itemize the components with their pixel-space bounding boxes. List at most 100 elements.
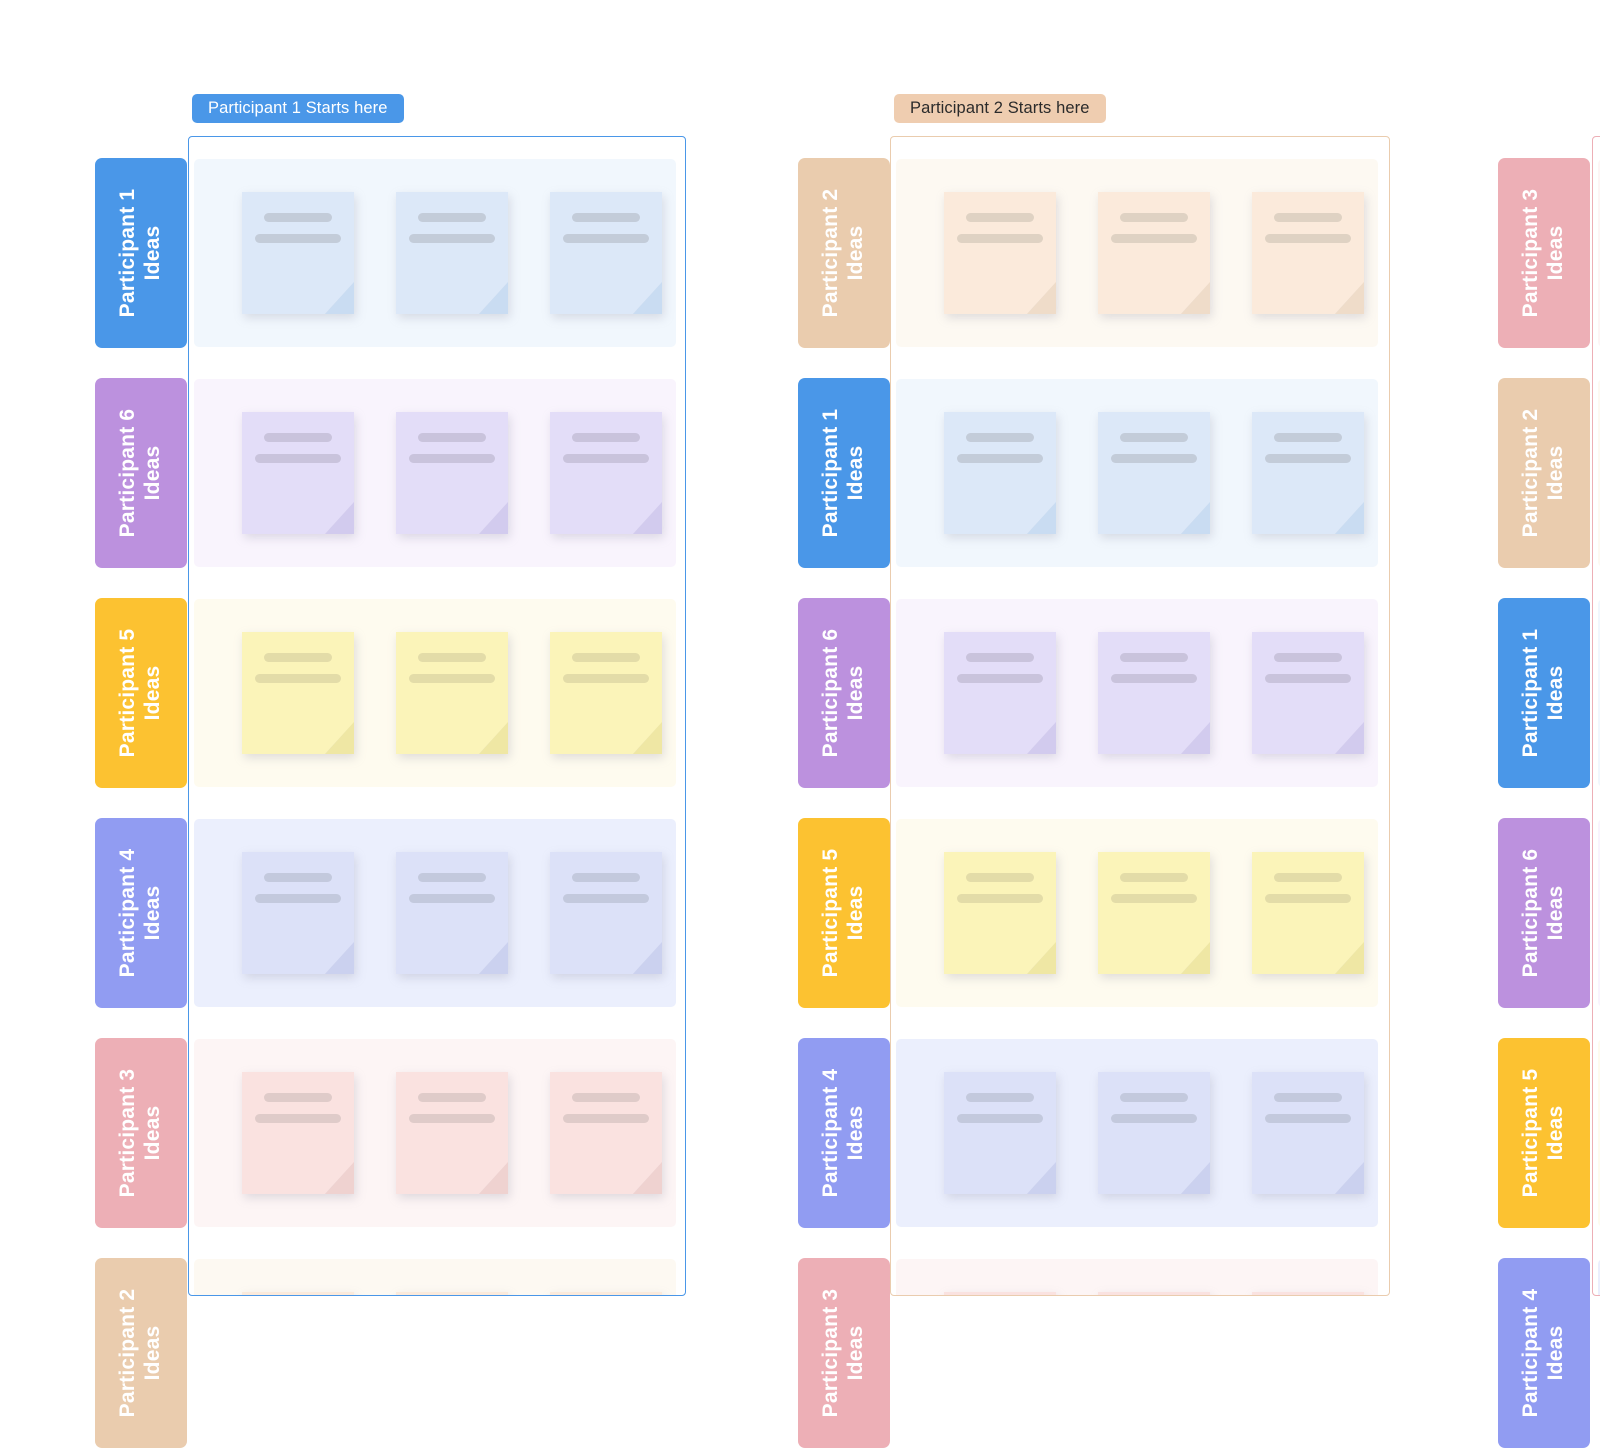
sticky-note-paper xyxy=(1252,632,1364,754)
sticky-note[interactable] xyxy=(242,412,354,534)
sticky-note-paper xyxy=(944,192,1056,314)
participant-sublabel: Ideas xyxy=(844,1105,867,1161)
sticky-note[interactable] xyxy=(242,852,354,974)
idea-row-band xyxy=(896,379,1378,567)
sticky-note-text-line xyxy=(1111,1114,1197,1123)
sticky-note[interactable] xyxy=(944,1072,1056,1194)
sticky-note[interactable] xyxy=(1098,1072,1210,1194)
sticky-note[interactable] xyxy=(1098,632,1210,754)
sticky-note[interactable] xyxy=(944,192,1056,314)
participant-name: Participant 6 xyxy=(819,628,843,758)
sticky-note-paper xyxy=(396,632,508,754)
sticky-note[interactable] xyxy=(1252,412,1364,534)
sticky-note[interactable] xyxy=(396,192,508,314)
sticky-note-text-line xyxy=(572,213,640,222)
sticky-note[interactable] xyxy=(1098,852,1210,974)
sticky-note-paper xyxy=(944,632,1056,754)
sticky-note-paper xyxy=(944,852,1056,974)
participant-sublabel: Ideas xyxy=(141,225,164,281)
sticky-note[interactable] xyxy=(242,1072,354,1194)
sticky-note[interactable] xyxy=(550,852,662,974)
sticky-note[interactable] xyxy=(242,192,354,314)
start-here-badge-2[interactable]: Participant 2 Starts here xyxy=(894,94,1106,123)
sticky-note-text-line xyxy=(957,894,1043,903)
sticky-note[interactable] xyxy=(944,632,1056,754)
sticky-note-text-line xyxy=(255,894,341,903)
idea-row-band xyxy=(1598,599,1600,787)
sticky-note[interactable] xyxy=(1098,1292,1210,1295)
sticky-note-text-line xyxy=(563,234,649,243)
sticky-note[interactable] xyxy=(396,632,508,754)
sticky-note[interactable] xyxy=(1252,1072,1364,1194)
idea-row-band xyxy=(194,1039,676,1227)
sticky-note[interactable] xyxy=(396,1292,508,1295)
sticky-note[interactable] xyxy=(1252,632,1364,754)
idea-row-band xyxy=(194,379,676,567)
sticky-note[interactable] xyxy=(550,632,662,754)
start-here-badge-1[interactable]: Participant 1 Starts here xyxy=(192,94,404,123)
column-panel-3 xyxy=(1592,136,1600,1296)
sticky-note[interactable] xyxy=(944,412,1056,534)
sticky-note[interactable] xyxy=(242,632,354,754)
sticky-note-text-line xyxy=(264,213,332,222)
sticky-note-paper xyxy=(396,192,508,314)
sticky-note[interactable] xyxy=(1252,852,1364,974)
sticky-note[interactable] xyxy=(396,1072,508,1194)
sticky-note[interactable] xyxy=(242,1292,354,1295)
sticky-note-text-line xyxy=(957,1114,1043,1123)
participant-name: Participant 1 xyxy=(1519,628,1543,758)
sticky-note[interactable] xyxy=(944,1292,1056,1295)
sticky-note[interactable] xyxy=(550,1072,662,1194)
participant-name: Participant 4 xyxy=(1519,1288,1543,1418)
sticky-note[interactable] xyxy=(550,1292,662,1295)
sticky-note[interactable] xyxy=(944,852,1056,974)
sticky-note-paper xyxy=(1098,1292,1210,1295)
sticky-note[interactable] xyxy=(550,412,662,534)
sticky-note[interactable] xyxy=(396,852,508,974)
sticky-note[interactable] xyxy=(1098,412,1210,534)
sticky-note-text-line xyxy=(255,454,341,463)
sticky-note-paper xyxy=(1098,1072,1210,1194)
column-panel-1 xyxy=(188,136,686,1296)
column-panel-2 xyxy=(890,136,1390,1296)
sticky-note-text-line xyxy=(563,1114,649,1123)
sticky-note[interactable] xyxy=(550,192,662,314)
sticky-note[interactable] xyxy=(1252,1292,1364,1295)
sticky-note-paper xyxy=(550,852,662,974)
participant-name: Participant 4 xyxy=(819,1068,843,1198)
sticky-note-text-line xyxy=(255,234,341,243)
sticky-note-text-line xyxy=(1265,894,1351,903)
sticky-note[interactable] xyxy=(1252,192,1364,314)
sticky-note-paper xyxy=(242,1072,354,1194)
participant-sublabel: Ideas xyxy=(141,1325,164,1381)
row-list-2 xyxy=(891,137,1389,1295)
sticky-note[interactable] xyxy=(1098,192,1210,314)
sticky-note-text-line xyxy=(255,1114,341,1123)
sticky-note-text-line xyxy=(1265,234,1351,243)
sticky-note-paper xyxy=(396,1072,508,1194)
sticky-note-group xyxy=(242,852,662,974)
sticky-note[interactable] xyxy=(396,412,508,534)
